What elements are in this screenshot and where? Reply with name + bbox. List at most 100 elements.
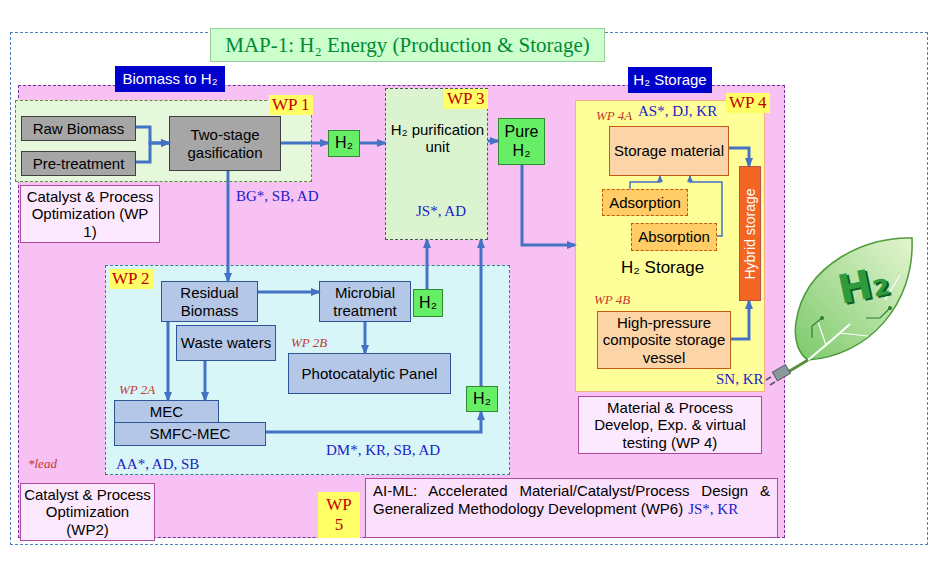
leaf-vein [808, 324, 850, 360]
box-body: WP 5 [318, 492, 360, 538]
box-label: Pre-treatment [33, 155, 125, 172]
flow-arrow [281, 142, 328, 145]
box-label: Adsorption [609, 194, 681, 211]
team-initials: AA*, AD, SB [116, 456, 199, 473]
box-label: Residual Biomass [165, 284, 254, 319]
diagram-title: MAP-1: H₂ Energy (Production & Storage) [225, 33, 589, 57]
process-box: SMFC-MEC [114, 422, 266, 446]
box-label: Catalyst & Process Optimization (WP 1) [24, 188, 156, 240]
header-label: H₂ Storage [633, 71, 706, 88]
box-label: Waste waters [181, 334, 271, 351]
box-body: Pure H₂ [499, 119, 544, 164]
flow-arrow [204, 361, 207, 400]
text-holder: *lead [28, 457, 57, 472]
lead-note: *lead [28, 457, 57, 472]
process-box: Residual Biomass [161, 281, 258, 322]
team-initials: AS*, DJ, KR [638, 103, 717, 120]
box-body: Biomass to H₂ [115, 66, 225, 92]
task-box: AI-ML: Accelerated Material/Catalyst/Pro… [365, 478, 778, 538]
text-holder: H₂ [834, 257, 893, 313]
leaf-shape [795, 238, 912, 360]
title-box: MAP-1: H₂ Energy (Production & Storage) [210, 28, 605, 62]
box-body: Storage material [610, 127, 728, 175]
box-label: Photocatalytic Panel [302, 365, 438, 382]
box-body: Residual Biomass [162, 282, 257, 321]
process-box: Microbial treatment [319, 281, 411, 322]
plug-symbol [772, 365, 790, 381]
flow-arrow [488, 140, 498, 143]
flow-arrow [136, 143, 169, 162]
section-header: Biomass to H₂ [115, 66, 225, 92]
box-body: Material & Process Develop, Exp. & virtu… [579, 397, 761, 453]
flow-arrow [136, 127, 169, 143]
box-label: Storage material [614, 142, 724, 159]
wp-tag: WP 2 [109, 269, 153, 289]
team-initials: BG*, SB, AD [236, 188, 319, 205]
work-package-region: WP 2WP 2BWP 2ADM*, KR, SB, ADAA*, AD, SB… [105, 265, 510, 475]
box-body: High-pressure composite storage vessel [598, 312, 730, 368]
box-label: SMFC-MEC [150, 425, 231, 442]
box-label: Catalyst & Process Optimization (WP2) [24, 486, 151, 538]
flow-arrow [426, 240, 429, 289]
wp-tag: WP 5 [321, 495, 357, 534]
text-holder: WP 2B [291, 336, 327, 351]
box-body: H₂ [329, 131, 359, 156]
product-box: H₂ [413, 289, 443, 317]
box-label: Hybrid storage [742, 188, 758, 279]
text-holder: Hybrid storage [741, 188, 759, 279]
box-body: Waste waters [177, 326, 275, 360]
box-label: Absorption [638, 228, 710, 245]
wp-sublabel: WP 4B [594, 293, 630, 308]
flow-arrow [729, 148, 749, 166]
text-holder: AA*, AD, SB [116, 456, 199, 473]
material-box: Storage material [609, 126, 729, 176]
text-holder: WP 4A [596, 109, 632, 124]
box-label: Material & Process Develop, Exp. & virtu… [582, 399, 758, 451]
wp-sublabel: WP 4A [596, 109, 632, 124]
box-body: Absorption [632, 224, 716, 250]
method-box: Absorption [631, 223, 717, 251]
team-initials: JS*, KR [688, 501, 738, 517]
flow-arrow [364, 322, 367, 353]
flow-arrow [522, 165, 575, 245]
circuit-dot [820, 316, 824, 320]
box-body: Raw Biomass [22, 117, 135, 140]
work-package-region: WP 1Raw BiomassPre-treatmentTwo-stage ga… [15, 100, 312, 182]
box-body: H₂ [414, 290, 442, 316]
box-body: H₂ [467, 387, 497, 411]
task-box: Catalyst & Process Optimization (WP2) [20, 483, 155, 541]
process-box: Two-stage gasification [169, 116, 281, 171]
flow-arrow [690, 176, 722, 236]
box-label: Raw Biomass [33, 120, 125, 137]
box-label: H₂ [335, 134, 353, 152]
box-label: High-pressure composite storage vessel [601, 314, 727, 366]
box-body: SMFC-MEC [115, 423, 265, 445]
flow-arrow [480, 240, 483, 386]
product-box: Pure H₂ [498, 118, 545, 165]
text-holder: H₂ purification unit [390, 121, 485, 156]
flow-arrow [258, 291, 319, 294]
process-box: Waste waters [176, 325, 276, 361]
wp-tag-box: WP 5 [318, 492, 360, 538]
flow-arrow [167, 322, 170, 400]
team-initials: JS*, AD [416, 203, 466, 220]
task-box: Catalyst & Process Optimization (WP 1) [20, 185, 160, 243]
wp-sublabel: WP 2A [119, 383, 155, 398]
box-body: Catalyst & Process Optimization (WP2) [21, 484, 154, 540]
box-label: MEC [150, 403, 183, 420]
method-box: Adsorption [602, 189, 688, 216]
process-box: MEC [114, 400, 219, 424]
text-holder: WP 1 [269, 95, 313, 115]
plug-pins [766, 377, 775, 385]
flow-arrow [731, 301, 749, 339]
flow-arrow [360, 142, 385, 145]
box-body: Adsorption [603, 190, 687, 215]
text-holder: WP 2 [109, 269, 153, 289]
leaf-stem [788, 360, 808, 372]
box-body: Two-stage gasification [170, 117, 280, 170]
process-box: Pre-treatment [21, 151, 136, 176]
circuit-dot [888, 306, 892, 310]
flow-arrow [630, 176, 660, 189]
box-body: MEC [115, 401, 218, 423]
